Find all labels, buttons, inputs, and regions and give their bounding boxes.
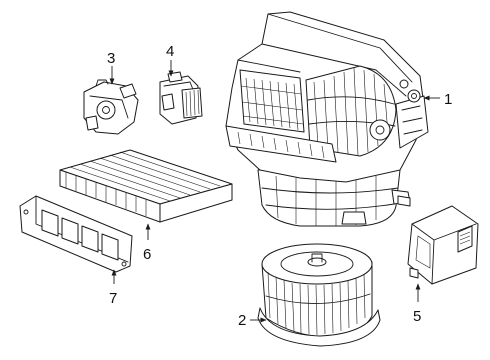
callout-4: 4 [166,43,174,77]
blower-motor-fan [257,243,381,347]
callout-1: 1 [423,91,452,108]
cabin-air-filter [59,149,233,223]
callout-5: 5 [413,283,421,325]
filter-cover [19,195,133,273]
callout-3: 3 [107,50,115,85]
door-actuator [83,79,139,135]
callout-number-4: 4 [166,43,174,60]
callout-2: 2 [238,312,267,329]
callout-number-6: 6 [143,246,151,263]
callout-7: 7 [109,269,117,307]
callout-6: 6 [143,223,151,263]
callout-number-7: 7 [109,290,117,307]
callout-number-2: 2 [238,312,246,329]
blower-resistor [159,71,203,125]
callout-number-5: 5 [413,308,421,325]
blower-housing-assembly [225,11,429,227]
callout-number-1: 1 [444,91,452,108]
control-module [407,205,479,285]
callout-number-3: 3 [107,50,115,67]
